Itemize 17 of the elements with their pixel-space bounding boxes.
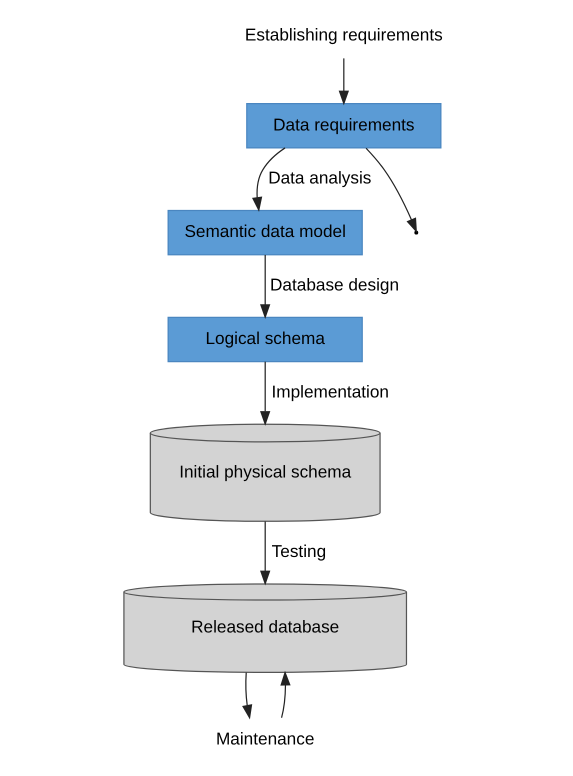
node-text: Maintenance	[215, 728, 314, 749]
node-box: Data requirements	[246, 102, 441, 148]
arrow	[260, 362, 270, 426]
edge-label: Database design	[270, 274, 399, 295]
edge-label: Testing	[271, 541, 326, 562]
node-box: Semantic data model	[167, 210, 362, 256]
arrow	[338, 58, 348, 106]
arrow	[365, 148, 416, 233]
arrow	[242, 672, 252, 720]
edge-label: Data analysis	[268, 168, 371, 188]
edge-label: Implementation	[270, 381, 388, 402]
arrow	[252, 147, 285, 212]
arrow	[260, 522, 270, 586]
arrow	[280, 670, 290, 718]
arrow	[260, 254, 270, 319]
node-box: Logical schema	[167, 316, 362, 362]
node-text: Establishing requirements	[244, 24, 442, 45]
